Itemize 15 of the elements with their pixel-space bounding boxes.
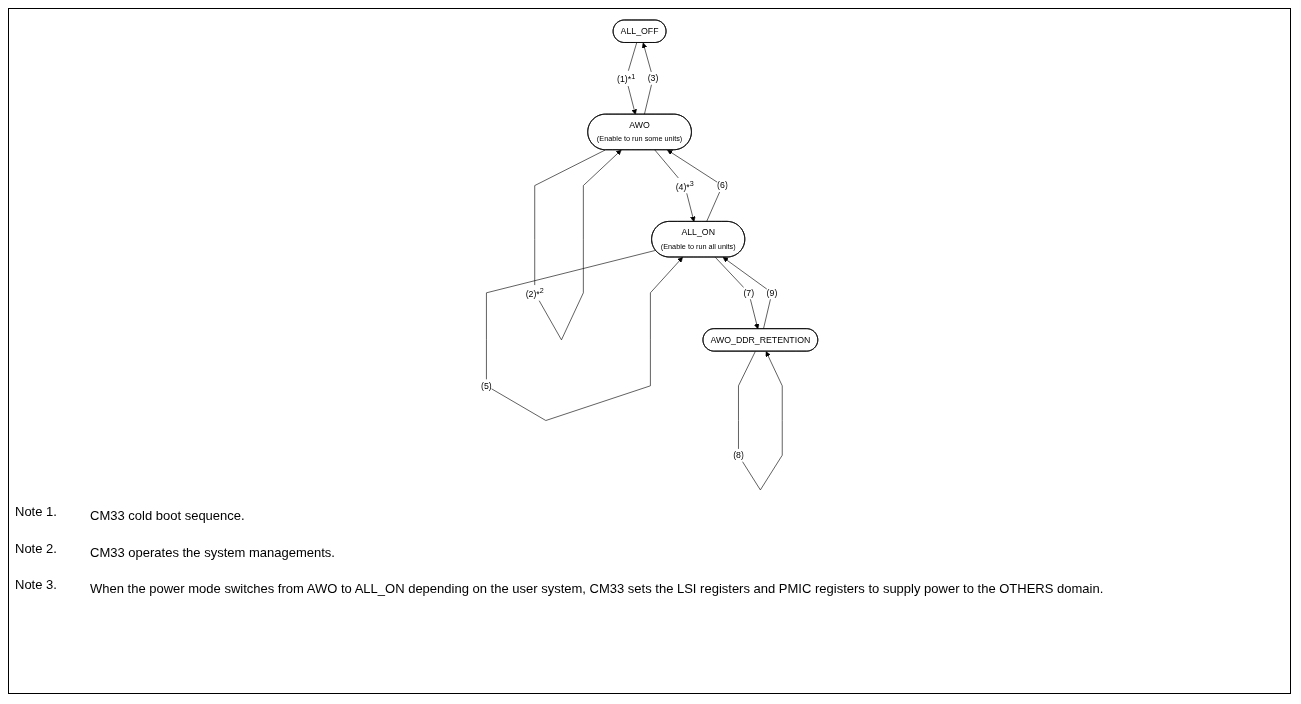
note-text: CM33 cold boot sequence. bbox=[90, 507, 246, 525]
edge-label: (6) bbox=[716, 180, 728, 191]
edge-label: (5) bbox=[480, 380, 492, 391]
edge-label: (9) bbox=[766, 287, 777, 298]
note-label: Note 1. bbox=[15, 504, 58, 521]
note-text: When the power mode switches from AWO to ALL_ON depending on the user system, CM33 sets the LSI registers and PMIC registers to supply power to the OTHERS domain. bbox=[90, 580, 1105, 599]
edge-label: (8) bbox=[732, 449, 744, 460]
edge-label: (4)*$^{3}$ bbox=[675, 179, 694, 192]
note-label: Note 2. bbox=[15, 540, 58, 558]
edge-label: (7) bbox=[742, 287, 754, 298]
edge-label: (2)*$^{2}$ bbox=[525, 286, 544, 299]
note-label: Note 3. bbox=[15, 577, 58, 595]
note-text: CM33 operates the system managements. bbox=[90, 543, 336, 562]
edge-label: (1)*$^{1}$ bbox=[616, 71, 635, 85]
edge-label: (3) bbox=[647, 73, 658, 83]
